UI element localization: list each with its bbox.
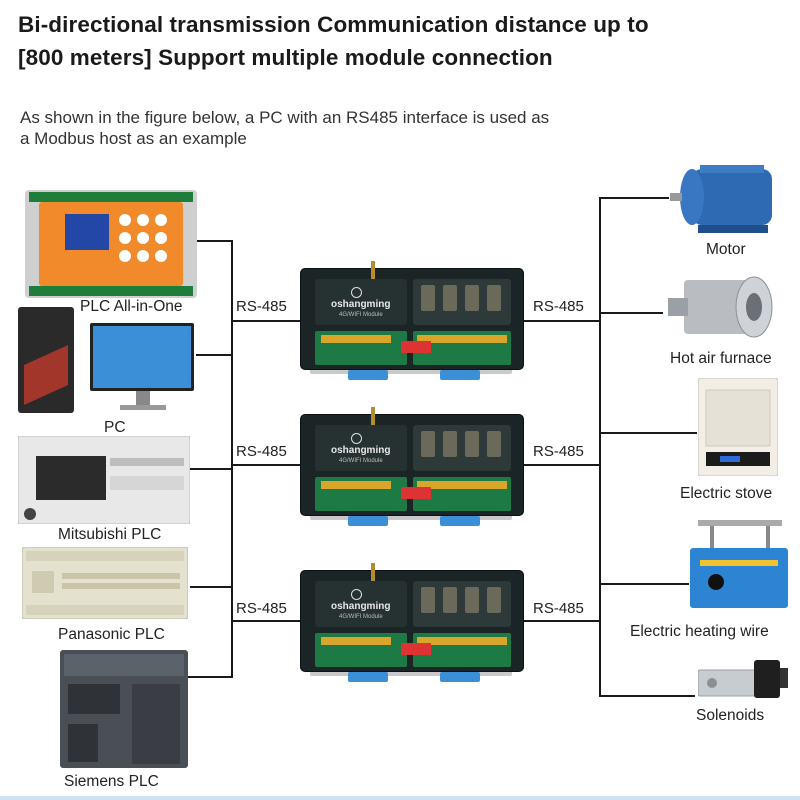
hot-air-furnace-icon bbox=[668, 276, 773, 338]
iot-module-1: oshangming 4G/WIFI Module bbox=[300, 261, 524, 380]
siemens-plc-icon bbox=[60, 650, 188, 768]
right-bus-h4 bbox=[599, 583, 689, 585]
left-device-label-5: Siemens PLC bbox=[64, 773, 159, 790]
right-device-label-2: Hot air furnace bbox=[670, 350, 772, 367]
left-device-label-1: PLC All-in-One bbox=[80, 298, 183, 315]
electric-stove-icon bbox=[698, 378, 778, 476]
right-device-label-1: Motor bbox=[706, 241, 746, 258]
left-device-label-4: Panasonic PLC bbox=[58, 626, 165, 643]
left-device-label-3: Mitsubishi PLC bbox=[58, 526, 162, 543]
module-subtitle: 4G/WIFI Module bbox=[339, 312, 383, 318]
left-bus-to-module-3 bbox=[231, 620, 302, 622]
rs485-left-label-3: RS-485 bbox=[236, 600, 287, 617]
left-bus-h5 bbox=[185, 676, 233, 678]
rs485-left-label-2: RS-485 bbox=[236, 443, 287, 460]
rs485-right-label-2: RS-485 bbox=[533, 443, 584, 460]
right-bus-from-module-3 bbox=[520, 620, 601, 622]
rs485-right-label-1: RS-485 bbox=[533, 298, 584, 315]
iot-module-2: oshangming 4G/WIFI Module bbox=[300, 407, 524, 526]
left-bus-vertical bbox=[231, 240, 233, 612]
plc-all-in-one-icon bbox=[25, 190, 197, 298]
description-line-1: As shown in the figure below, a PC with … bbox=[20, 108, 550, 127]
left-bus-vertical-ext bbox=[231, 586, 233, 678]
description-line-2: a Modbus host as an example bbox=[20, 129, 247, 148]
module-subtitle: 4G/WIFI Module bbox=[339, 614, 383, 620]
motor-icon bbox=[670, 165, 772, 233]
left-bus-to-module-1 bbox=[231, 320, 302, 322]
right-bus-h3 bbox=[599, 432, 697, 434]
left-bus-h4 bbox=[190, 586, 233, 588]
module-logo-icon bbox=[351, 433, 362, 444]
panasonic-plc-icon bbox=[22, 547, 188, 619]
module-brand: oshangming bbox=[331, 445, 391, 456]
left-bus-h1 bbox=[196, 240, 233, 242]
module-logo-icon bbox=[351, 589, 362, 600]
module-logo-icon bbox=[351, 287, 362, 298]
solenoid-icon bbox=[698, 660, 788, 698]
right-bus-h1 bbox=[599, 197, 669, 199]
right-device-label-3: Electric stove bbox=[680, 485, 773, 502]
bottom-bar bbox=[0, 796, 800, 800]
rs485-right-label-3: RS-485 bbox=[533, 600, 584, 617]
right-bus-h5 bbox=[599, 695, 695, 697]
iot-module-3: oshangming 4G/WIFI Module bbox=[300, 563, 524, 682]
mitsubishi-plc-icon bbox=[18, 436, 190, 524]
left-bus-to-module-2 bbox=[231, 464, 302, 466]
right-bus-from-module-2 bbox=[520, 464, 601, 466]
module-subtitle: 4G/WIFI Module bbox=[339, 458, 383, 464]
right-bus-from-module-1 bbox=[520, 320, 601, 322]
left-device-label-2: PC bbox=[104, 419, 126, 436]
right-device-label-4: Electric heating wire bbox=[630, 623, 769, 640]
right-device-label-5: Solenoids bbox=[696, 707, 765, 724]
right-bus-vertical bbox=[599, 197, 601, 697]
left-bus-h3 bbox=[190, 468, 233, 470]
pc-icon bbox=[18, 307, 194, 413]
rs485-left-label-1: RS-485 bbox=[236, 298, 287, 315]
page-title-line-2: [800 meters] Support multiple module con… bbox=[18, 45, 553, 70]
electric-heating-wire-icon bbox=[690, 520, 788, 608]
right-bus-h2 bbox=[599, 312, 663, 314]
left-bus-h2 bbox=[196, 354, 233, 356]
page-title-line-1: Bi-directional transmission Communicatio… bbox=[18, 12, 649, 37]
module-brand: oshangming bbox=[331, 601, 391, 612]
module-brand: oshangming bbox=[331, 299, 391, 310]
